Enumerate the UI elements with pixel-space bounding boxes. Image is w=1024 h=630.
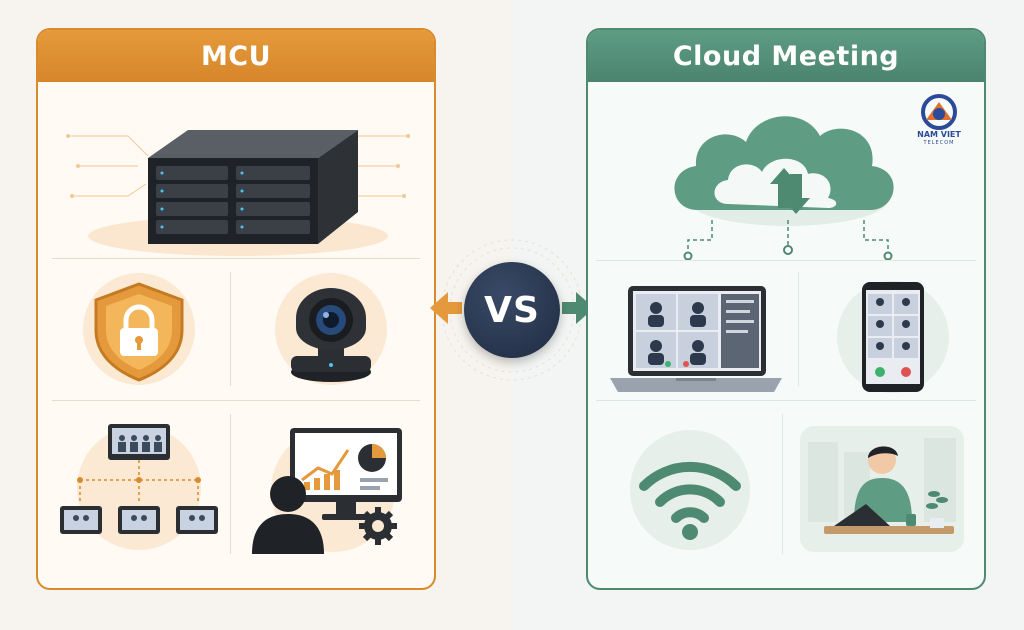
- vs-badge: VS: [464, 262, 560, 358]
- arrow-right-icon: [562, 292, 594, 324]
- logo-name: NAM VIET: [917, 130, 961, 139]
- logo-tagline: TELECOM: [923, 140, 955, 146]
- mcu-panel: MCU: [36, 28, 436, 590]
- divider: [798, 272, 799, 386]
- hierarchical-network-icon: [56, 420, 222, 550]
- mcu-server-icon: [58, 96, 418, 256]
- comparison-center: [430, 230, 594, 390]
- cloud-meeting-panel: Cloud Meeting: [586, 28, 986, 590]
- arrow-left-icon: [430, 292, 462, 324]
- divider: [230, 272, 231, 386]
- cloud-sync-icon: [658, 90, 918, 260]
- vs-arrows: [430, 239, 594, 381]
- remote-worker-laptop-icon: [794, 422, 970, 556]
- logo-icon: [921, 94, 957, 130]
- cloud-meeting-panel-body: [588, 82, 984, 588]
- divider: [230, 414, 231, 554]
- security-shield-lock-icon: [64, 272, 214, 386]
- divider: [596, 400, 976, 401]
- brand-logo: NAM VIET TELECOM: [904, 92, 974, 152]
- smartphone-video-call-icon: [818, 278, 968, 396]
- ptz-camera-icon: [256, 272, 406, 386]
- wifi-icon: [610, 422, 770, 552]
- admin-analytics-control-icon: [248, 420, 418, 554]
- divider: [52, 258, 420, 259]
- divider: [52, 400, 420, 401]
- divider: [782, 414, 783, 554]
- mcu-panel-title: MCU: [38, 30, 434, 82]
- cloud-meeting-panel-title: Cloud Meeting: [588, 30, 984, 82]
- mcu-panel-body: [38, 82, 434, 588]
- laptop-video-conference-icon: [606, 282, 786, 396]
- divider: [596, 260, 976, 261]
